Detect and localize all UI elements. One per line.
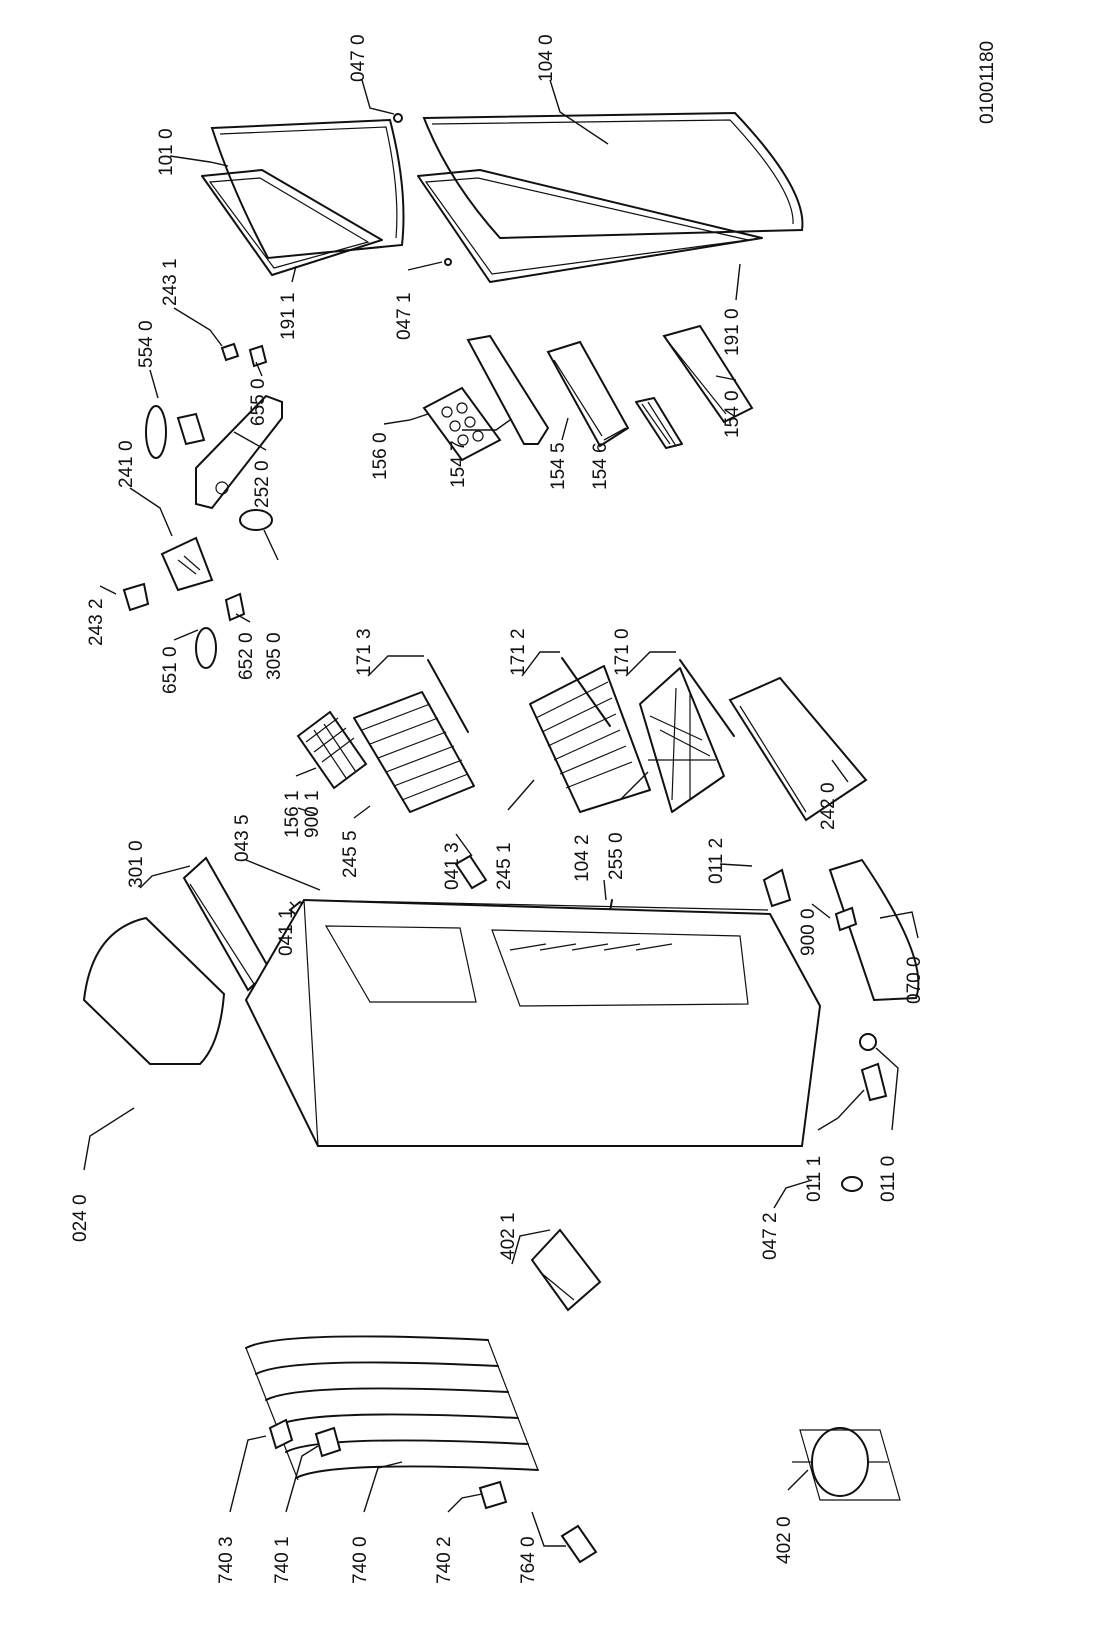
bottom-trim-cover <box>828 858 920 1002</box>
label-156-1: 156 1 <box>282 790 303 838</box>
bottom-hinge <box>860 1062 888 1102</box>
part-labels: 047 0 104 0 101 0 243 1 191 1 047 1 554 … <box>70 34 925 1584</box>
label-764-0: 764 0 <box>518 1536 539 1584</box>
door-screw-top <box>393 113 403 123</box>
label-154-5: 154 5 <box>548 442 569 490</box>
label-255-0: 255 0 <box>606 832 627 880</box>
label-154-7: 154 7 <box>448 440 469 488</box>
label-171-3: 171 3 <box>354 628 375 676</box>
label-900-0: 900 0 <box>798 908 819 956</box>
freezer-door-gasket <box>201 169 383 276</box>
control-housing <box>195 394 283 510</box>
label-243-1: 243 1 <box>160 258 181 306</box>
balcony-divider <box>635 397 683 449</box>
label-651-0: 651 0 <box>160 646 181 694</box>
lamp-bulb <box>195 627 217 669</box>
door-balcony-bottom <box>662 324 754 424</box>
wire-shelf-top <box>353 691 475 813</box>
top-cover <box>82 916 226 1065</box>
label-191-1: 191 1 <box>278 292 299 340</box>
crisper-drawer <box>728 676 868 822</box>
label-154-0: 154 0 <box>722 390 743 438</box>
label-154-6: 154 6 <box>590 442 611 490</box>
label-011-0: 011 0 <box>878 1156 899 1202</box>
door-balcony-middle <box>546 340 630 448</box>
egg-tray-large <box>422 386 502 462</box>
label-402-1: 402 1 <box>498 1212 519 1260</box>
compressor <box>792 1427 901 1501</box>
label-070-0: 070 0 <box>904 956 925 1004</box>
label-101-0: 101 0 <box>156 128 177 176</box>
label-104-2: 104 2 <box>572 834 593 882</box>
foot-cap <box>841 1176 863 1192</box>
label-171-0: 171 0 <box>612 628 633 676</box>
label-041-1: 041 1 <box>276 908 297 956</box>
label-740-2: 740 2 <box>434 1536 455 1584</box>
hinge-pin <box>454 854 488 890</box>
label-011-1: 011 1 <box>804 1156 825 1202</box>
hinge-bottom-clip <box>834 906 858 932</box>
condenser-clip-2 <box>478 1480 508 1510</box>
wire-shelf-middle <box>529 665 651 813</box>
condenser <box>245 1335 539 1481</box>
label-305-0: 305 0 <box>264 632 285 680</box>
label-043-5: 043 5 <box>232 814 253 862</box>
label-011-2: 011 2 <box>706 838 727 884</box>
label-245-5: 245 5 <box>340 830 361 878</box>
label-241-0: 241 0 <box>116 440 137 488</box>
label-171-2: 171 2 <box>508 628 529 676</box>
label-655-0: 655 0 <box>248 378 269 426</box>
glass-shelf-rim-bottom <box>679 659 735 737</box>
freezer-door <box>210 118 405 260</box>
label-740-0: 740 0 <box>350 1536 371 1584</box>
label-245-1: 245 1 <box>494 842 515 890</box>
document-id: 01001180 <box>977 41 998 124</box>
dryer-filter <box>560 1524 598 1564</box>
label-191-0: 191 0 <box>722 308 743 356</box>
label-740-1: 740 1 <box>272 1536 293 1584</box>
adjustable-foot <box>859 1033 877 1051</box>
switch-clip <box>122 582 150 612</box>
label-740-3: 740 3 <box>216 1536 237 1584</box>
label-047-0: 047 0 <box>348 34 369 82</box>
condenser-clip-1 <box>314 1426 342 1458</box>
label-301-0: 301 0 <box>126 840 147 888</box>
condenser-clip-3 <box>268 1418 294 1450</box>
lamp-holder <box>224 592 246 622</box>
leader-lines <box>83 79 919 1547</box>
label-024-0: 024 0 <box>70 1194 91 1242</box>
small-clip <box>248 344 268 368</box>
label-104-0: 104 0 <box>536 34 557 82</box>
label-243-2: 243 2 <box>86 598 107 646</box>
bottle-bar <box>466 334 550 445</box>
door-screw-bottom <box>444 258 452 266</box>
label-252-0: 252 0 <box>252 460 273 508</box>
label-156-0: 156 0 <box>370 432 391 480</box>
thermostat-bracket <box>160 536 214 592</box>
glass-shelf <box>639 667 725 813</box>
label-652-0: 652 0 <box>236 632 257 680</box>
label-242-0: 242 0 <box>818 782 839 830</box>
label-047-2: 047 2 <box>760 1212 781 1260</box>
glass-shelf-rim-middle <box>561 657 611 727</box>
thermostat-cable <box>145 405 206 459</box>
label-047-1: 047 1 <box>394 292 415 340</box>
compressor-mount <box>530 1228 602 1312</box>
cabinet <box>244 898 822 1147</box>
fridge-door <box>422 111 804 240</box>
label-041-3: 041 3 <box>442 842 463 890</box>
thermostat-clip <box>220 342 240 362</box>
glass-shelf-rim-top <box>427 659 469 733</box>
label-900-1: 900 1 <box>302 790 323 838</box>
ice-tray <box>296 710 368 790</box>
fridge-door-gasket <box>417 169 763 283</box>
label-402-0: 402 0 <box>774 1516 795 1564</box>
knob <box>239 509 273 531</box>
label-554-0: 554 0 <box>136 320 157 368</box>
hinge-mid <box>762 868 792 908</box>
